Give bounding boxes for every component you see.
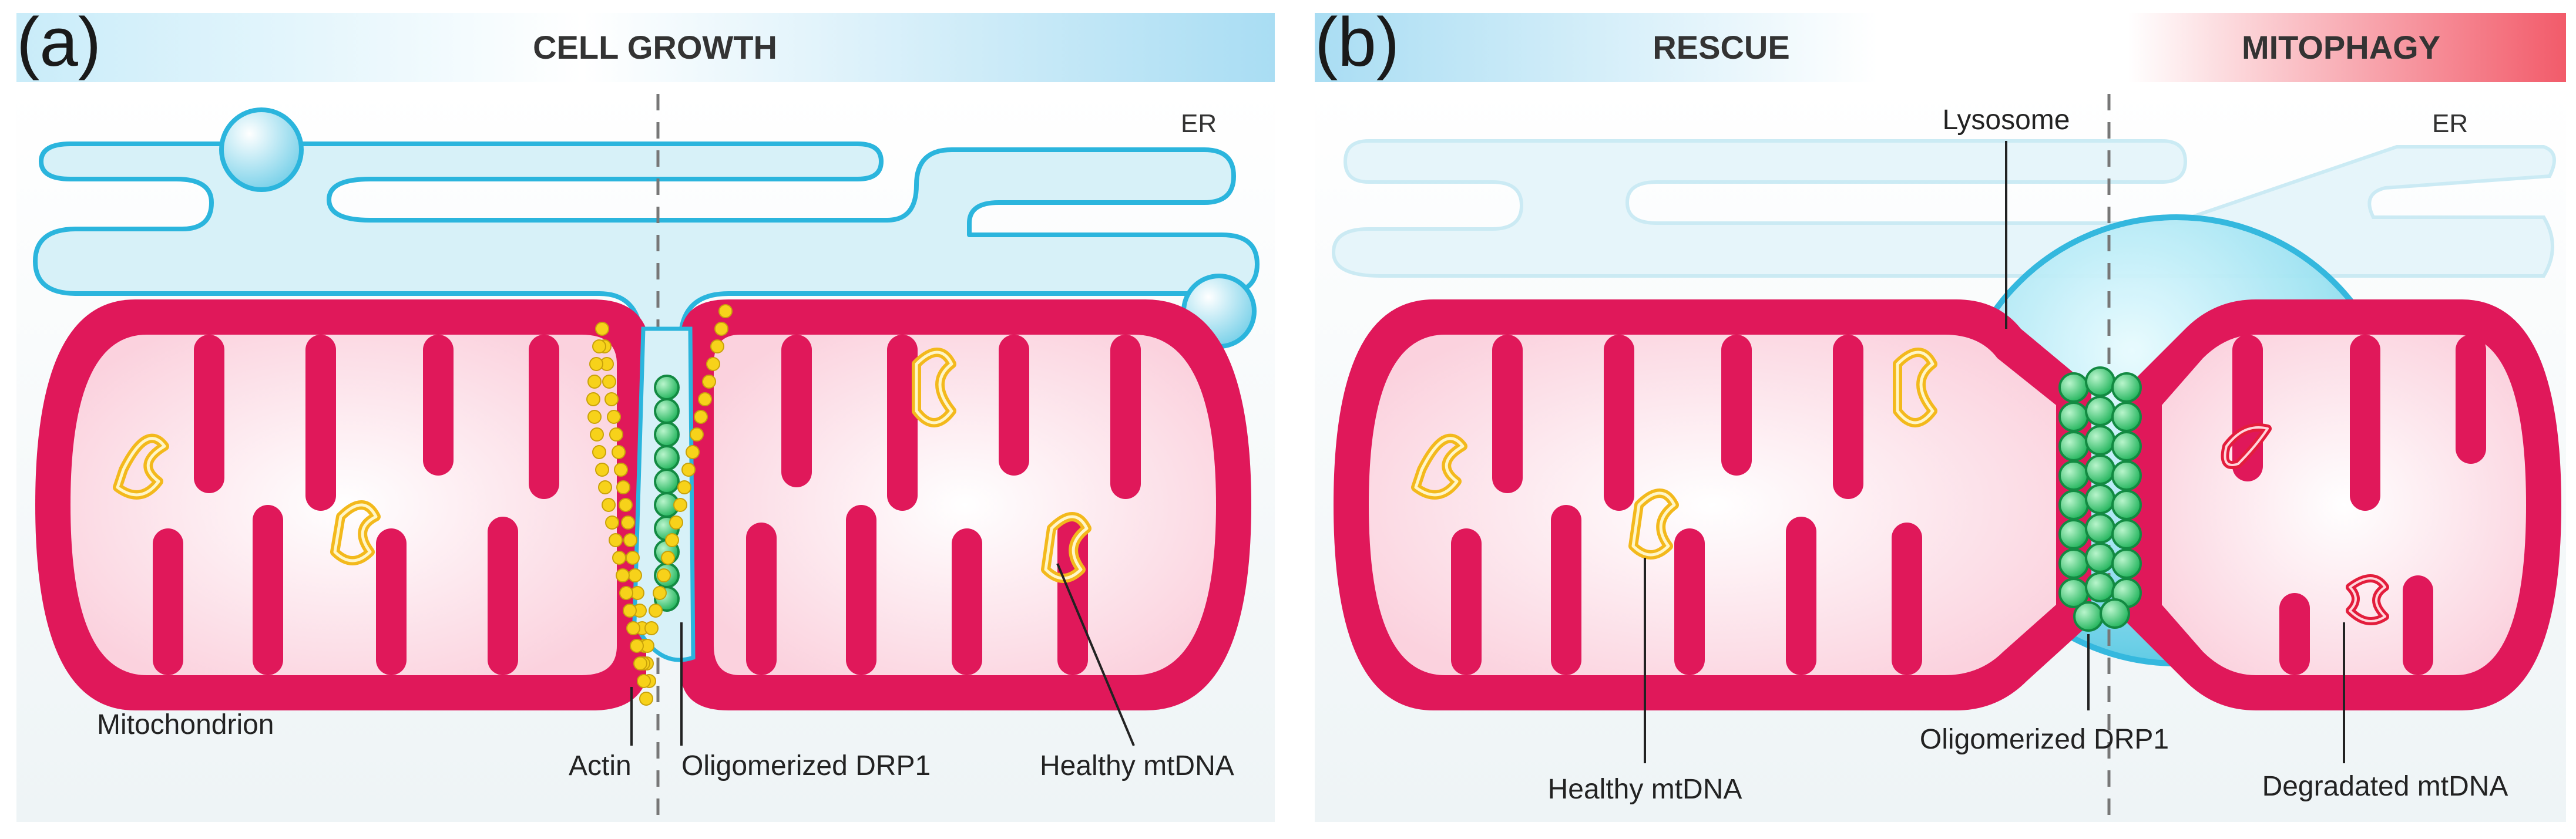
panel-a-letter: (a) [16, 4, 101, 81]
panel-b-header-left: RESCUE [1653, 29, 1789, 66]
degraded-mtdna-label: Degradated mtDNA [2262, 771, 2508, 802]
mitochondrion-b-right [2127, 299, 2561, 710]
drp1-label-b: Oligomerized DRP1 [1920, 724, 2169, 755]
panel-a-header-bar [16, 13, 1275, 82]
mtdna-leader-a [1056, 563, 1135, 746]
drp1-label-a: Oligomerized DRP1 [681, 750, 931, 781]
drp1-ring-b [2058, 366, 2142, 632]
panel-b-letter: (b) [1315, 4, 1399, 81]
er-vesicle-top [219, 107, 304, 192]
actin-filaments [586, 304, 733, 706]
panel-b-header-bar [1315, 13, 2566, 82]
mtdna-degraded [2221, 423, 2389, 625]
mitochondrion-b-left [1334, 299, 2091, 710]
actin-label: Actin [569, 750, 632, 781]
healthy-mtdna-label-b: Healthy mtDNA [1548, 774, 1742, 805]
panel-b: (b) RESCUE MITOPHAGY ER [1315, 4, 2566, 822]
mtdna-healthy-a [113, 348, 1091, 583]
healthy-mtdna-label-a: Healthy mtDNA [1040, 750, 1234, 781]
er-label-b: ER [2432, 109, 2468, 138]
panel-a-header: CELL GROWTH [533, 29, 777, 66]
lysosome-label: Lysosome [1943, 105, 2070, 136]
mtdna-healthy-b [1411, 348, 1937, 560]
panel-b-header-right: MITOPHAGY [2242, 29, 2440, 66]
mitochondrion-a-right [681, 299, 1251, 710]
panel-a: (a) CELL GROWTH ER [16, 4, 1275, 822]
er-label-a: ER [1181, 109, 1217, 138]
mitochondrion-a-left [35, 299, 646, 710]
mitochondrion-label: Mitochondrion [97, 709, 274, 740]
